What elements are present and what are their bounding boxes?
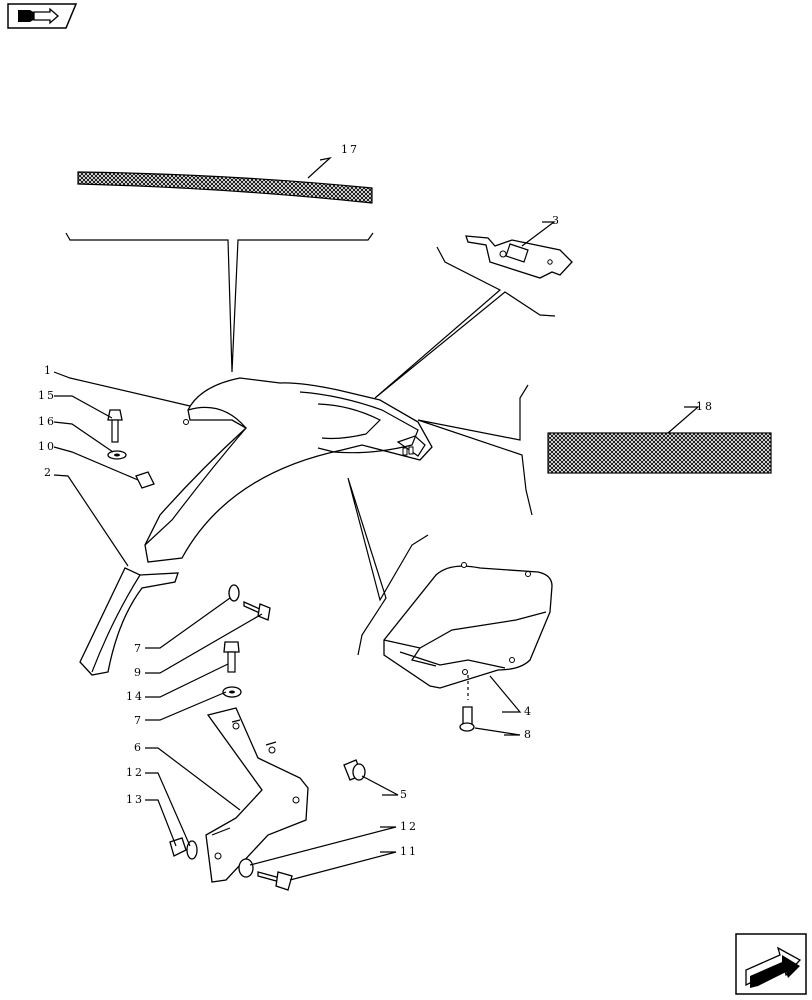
callout-18: 18 [696,400,714,413]
callout-5: 5 [400,788,409,801]
callout-14: 14 [126,690,144,703]
explode-bracket-right [417,384,533,516]
callout-12a: 12 [126,766,144,779]
next-page-arrow-icon[interactable] [735,933,807,995]
callout-11: 11 [400,845,418,858]
part-12-washer-b [238,858,254,878]
explode-bracket-top [65,232,374,373]
part-7-washer-a [228,584,240,602]
callout-1: 1 [44,364,53,377]
part-15-bolt [107,409,123,443]
part-10-clip [135,471,155,489]
back-arrow-icon[interactable] [7,3,78,29]
part-11-bolt [257,871,293,891]
part-2-guard [79,567,179,676]
part-4-tray [383,562,553,689]
callout-12b: 12 [400,820,418,833]
part-17-strip [77,171,373,204]
explode-bracket-bottom [347,477,429,656]
explode-bracket-right-top [374,246,556,399]
callout-3: 3 [552,214,561,227]
part-18-panel [547,432,772,474]
part-14-bolt [223,641,240,673]
callout-16: 16 [38,415,56,428]
part-3-bracket [465,235,573,279]
callout-15: 15 [38,389,56,402]
part-5-plug [343,759,366,781]
callout-17: 17 [341,143,359,156]
callout-4: 4 [524,705,533,718]
callout-6: 6 [134,741,143,754]
leader-lines [53,156,700,881]
part-1-fender [144,377,433,563]
part-13-nut [169,837,187,857]
callout-2: 2 [44,466,53,479]
part-6-bracket [205,707,309,883]
callout-10: 10 [38,440,56,453]
callout-7b: 7 [134,714,143,727]
part-8-screw [459,675,475,732]
callout-9: 9 [134,666,143,679]
part-16-washer [107,450,127,460]
callout-8: 8 [524,728,533,741]
part-7-washer-b [222,686,242,698]
callout-7a: 7 [134,642,143,655]
callout-13: 13 [126,793,144,806]
